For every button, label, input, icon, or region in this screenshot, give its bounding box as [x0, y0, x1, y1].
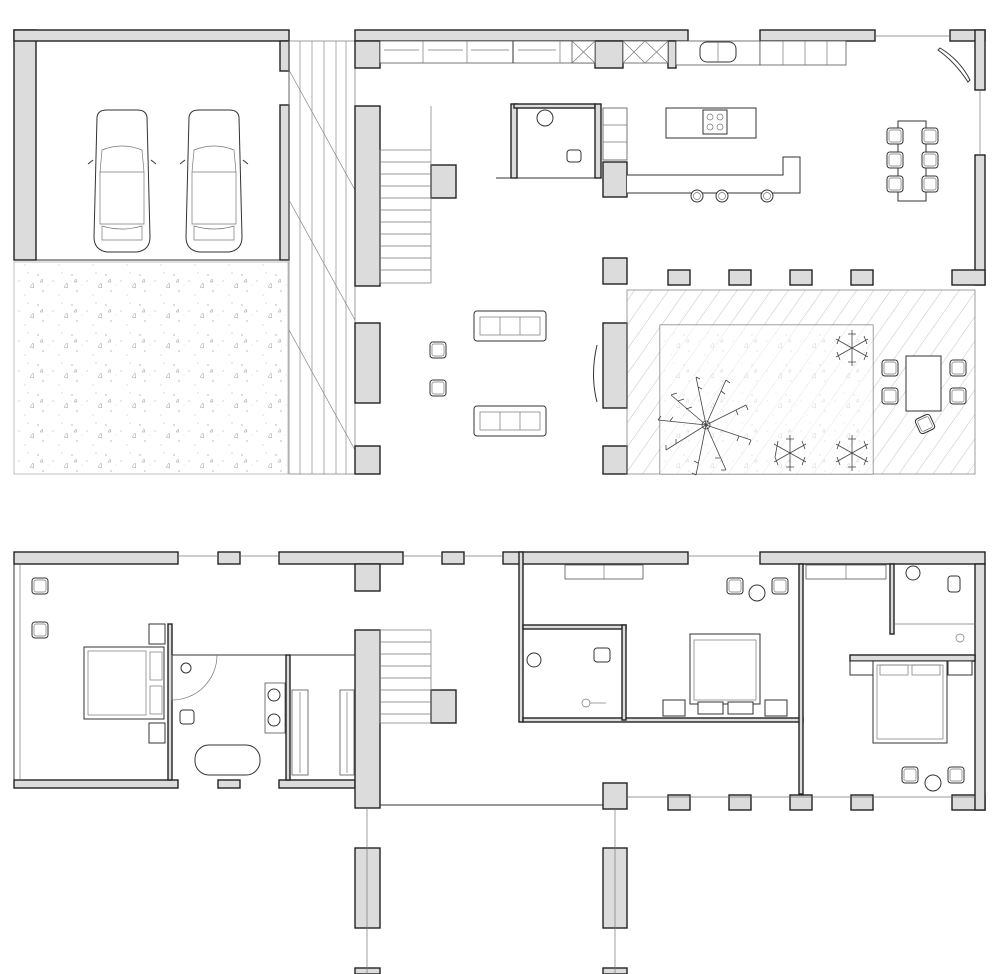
entry-closets: [379, 40, 669, 64]
upper-staircase: [379, 629, 432, 724]
washbasin-icon: [905, 565, 921, 581]
powder-room: [496, 103, 628, 179]
upper-floor: [13, 551, 986, 974]
chair-icon: [886, 175, 904, 193]
double-bed-icon: [872, 660, 948, 744]
toilet-icon: [566, 149, 582, 163]
bedroom-three: [798, 563, 976, 795]
shrub-icon: [835, 330, 869, 366]
shrub-icon: [835, 435, 869, 471]
kitchen: [627, 40, 847, 203]
armchair-icon: [31, 577, 49, 595]
toilet-icon: [179, 709, 195, 725]
washbasin-icon: [536, 109, 554, 127]
sofa-icon: [473, 310, 547, 342]
bathtub-icon: [194, 744, 261, 776]
washbasin-icon: [267, 688, 281, 702]
entry-walkway: [288, 40, 356, 475]
armchair-icon: [947, 766, 965, 784]
ground-floor: [13, 29, 986, 476]
dining-area: [886, 47, 971, 202]
chair-icon: [949, 359, 967, 377]
chair-icon: [886, 151, 904, 169]
toilet-icon: [593, 647, 611, 663]
chair-icon: [881, 359, 899, 377]
chair-icon: [886, 127, 904, 145]
washbasin-icon: [526, 652, 542, 668]
side-table-icon: [924, 774, 942, 792]
gravel-yard: [13, 261, 289, 475]
living-room: [429, 310, 598, 437]
door-swing-icon: [171, 654, 218, 701]
car-icon: [87, 109, 157, 253]
garage: [13, 29, 290, 261]
shrub-icon: [773, 435, 807, 471]
armchair-icon: [429, 341, 447, 359]
master-bedroom: [31, 577, 173, 781]
patio-dining-set: [881, 355, 967, 436]
armchair-icon: [726, 577, 744, 595]
chair-icon: [921, 175, 939, 193]
chair-icon: [881, 387, 899, 405]
double-bed-icon: [689, 633, 761, 705]
bedroom-two: [518, 551, 804, 723]
armchair-icon: [771, 577, 789, 595]
staircase: [379, 106, 432, 284]
chair-icon: [921, 151, 939, 169]
fireplace-icon: [593, 344, 598, 403]
kitchen-counter: [627, 156, 801, 194]
armchair-icon: [901, 766, 919, 784]
washbasin-icon: [267, 713, 281, 727]
courtyard: [626, 289, 976, 476]
ground-floor-walls: [354, 29, 986, 475]
side-table-icon: [748, 584, 766, 602]
palm-tree-icon: [657, 376, 752, 476]
master-bathroom: [171, 654, 355, 781]
chair-icon: [949, 387, 967, 405]
double-bed-icon: [83, 646, 165, 720]
armchair-icon: [429, 379, 447, 397]
bar-stool-icon: [715, 189, 729, 203]
upper-floor-walls: [13, 551, 986, 974]
sofa-icon: [473, 405, 547, 437]
car-icon: [179, 109, 249, 253]
bar-stool-icon: [690, 189, 704, 203]
cooktop-icon: [702, 109, 728, 135]
bar-stool-icon: [760, 189, 774, 203]
door-swing-icon: [937, 47, 971, 83]
toilet-icon: [947, 575, 961, 593]
armchair-icon: [31, 621, 49, 639]
chair-icon: [921, 127, 939, 145]
